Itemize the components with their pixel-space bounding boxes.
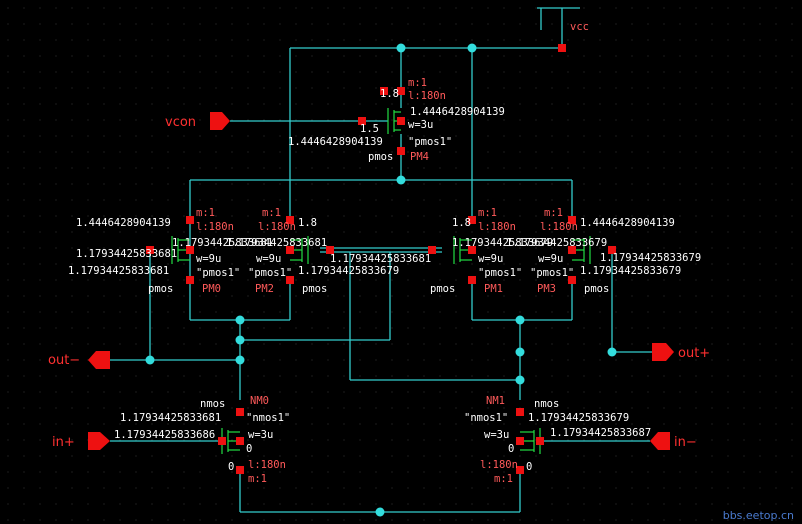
out-plus-label: out+ bbox=[678, 346, 710, 361]
pm0-name: PM0 bbox=[202, 283, 221, 295]
nm0-w: w=3u bbox=[248, 429, 273, 441]
pm3-m: m:1 bbox=[544, 207, 563, 219]
pm4-v-right: 1.4446428904139 bbox=[410, 106, 505, 118]
pm4-v-left: 1.8 bbox=[380, 88, 399, 100]
out-plus-pin[interactable] bbox=[652, 343, 674, 361]
pm1-model: "pmos1" bbox=[478, 267, 522, 279]
pm1-v-top: 1.8 bbox=[452, 217, 471, 229]
pm3-type: pmos bbox=[584, 283, 609, 295]
nm1-v-gate: 1.17934425833687 bbox=[550, 427, 651, 439]
pm4-w: w=3u bbox=[408, 119, 433, 131]
pm1-name: PM1 bbox=[484, 283, 503, 295]
nm1-m: m:1 bbox=[494, 473, 513, 485]
pm3-annotations: m:1 l:180n 1.4446428904139 1.17934425833… bbox=[506, 207, 701, 295]
pm1-type: pmos bbox=[430, 283, 455, 295]
out-minus-label: out− bbox=[48, 353, 80, 368]
in-minus-pin[interactable] bbox=[650, 432, 670, 450]
vcc-label: vcc bbox=[570, 21, 589, 33]
pm1-annotations: 1.8 m:1 l:180n 1.17934425833681 w=9u "pm… bbox=[330, 207, 553, 295]
pm3-v-right: 1.17934425833679 bbox=[600, 252, 701, 264]
pm3-model: "pmos1" bbox=[530, 267, 574, 279]
pm4-m: m:1 bbox=[408, 77, 427, 89]
pm2-l: l:180n bbox=[258, 221, 296, 233]
nm0-type: nmos bbox=[200, 398, 225, 410]
pm4-v-bottom: 1.4446428904139 bbox=[288, 136, 383, 148]
pm0-v-top: 1.4446428904139 bbox=[76, 217, 171, 229]
pm0-v-bottom: 1.17934425833681 bbox=[68, 265, 169, 277]
pm1-l: l:180n bbox=[478, 221, 516, 233]
pm0-type: pmos bbox=[148, 283, 173, 295]
nm0-l: l:180n bbox=[248, 459, 286, 471]
pm2-v-top: 1.8 bbox=[298, 217, 317, 229]
pm2-v-bottom: 1.17934425833679 bbox=[298, 265, 399, 277]
pm4-model: "pmos1" bbox=[408, 136, 452, 148]
nm1-v-s2: 0 bbox=[526, 461, 532, 473]
nm0-m: m:1 bbox=[248, 473, 267, 485]
nm0-v-s2: 0 bbox=[228, 461, 234, 473]
device-terminals bbox=[146, 44, 616, 474]
pm2-m: m:1 bbox=[262, 207, 281, 219]
pm1-v-bottom: 1.17934425833679 bbox=[452, 237, 553, 249]
pm0-v-left: 1.17934425833681 bbox=[76, 248, 177, 260]
pm0-l: l:180n bbox=[196, 221, 234, 233]
pm2-v-right: 1.17934425833681 bbox=[226, 237, 327, 249]
nm1-v-s1: 0 bbox=[508, 443, 514, 455]
nm0-v-drain: 1.17934425833681 bbox=[120, 412, 221, 424]
in-minus-label: in− bbox=[674, 435, 697, 450]
pm4-l: l:180n bbox=[408, 90, 446, 102]
pm3-v-top: 1.4446428904139 bbox=[580, 217, 675, 229]
pm0-w: w=9u bbox=[196, 253, 221, 265]
nm1-w: w=3u bbox=[484, 429, 509, 441]
pm3-w: w=9u bbox=[538, 253, 563, 265]
pm2-annotations: m:1 l:180n 1.8 1.17934425833681 w=9u "pm… bbox=[226, 207, 399, 295]
pm1-w: w=9u bbox=[478, 253, 503, 265]
nm1-annotations: NM1 nmos "nmos1" 1.17934425833679 w=3u 1… bbox=[464, 395, 651, 485]
watermark: bbs.eetop.cn bbox=[722, 509, 794, 522]
pm3-v-drain: 1.17934425833679 bbox=[506, 237, 607, 249]
pm2-w: w=9u bbox=[256, 253, 281, 265]
pm3-l: l:180n bbox=[540, 221, 578, 233]
pm2-model: "pmos1" bbox=[248, 267, 292, 279]
pm0-m: m:1 bbox=[196, 207, 215, 219]
vcon-label: vcon bbox=[165, 115, 196, 130]
nm1-v-drain: 1.17934425833679 bbox=[528, 412, 629, 424]
nm1-model: "nmos1" bbox=[464, 412, 508, 424]
nm1-l: l:180n bbox=[480, 459, 518, 471]
pm4-v-gate: 1.5 bbox=[360, 123, 379, 135]
pm2-type: pmos bbox=[302, 283, 327, 295]
nm1-name: NM1 bbox=[486, 395, 505, 407]
in-plus-pin[interactable] bbox=[88, 432, 110, 450]
pm4-type: pmos bbox=[368, 151, 393, 163]
pm1-m: m:1 bbox=[478, 207, 497, 219]
nm0-annotations: nmos NM0 1.17934425833681 "nmos1" 1.1793… bbox=[114, 395, 290, 485]
nm0-model: "nmos1" bbox=[246, 412, 290, 424]
pm0-annotations: m:1 1.4446428904139 l:180n 1.17934425833… bbox=[68, 207, 273, 295]
nm1-type: nmos bbox=[534, 398, 559, 410]
out-minus-pin[interactable] bbox=[88, 351, 110, 369]
pm4-annotations: m:1 1.8 l:180n 1.4446428904139 1.5 w=3u … bbox=[288, 77, 505, 163]
pm0-v-drain: 1.17934425833681 bbox=[172, 237, 273, 249]
pm4-name: PM4 bbox=[410, 151, 429, 163]
in-plus-label: in+ bbox=[52, 435, 75, 450]
pm2-name: PM2 bbox=[255, 283, 274, 295]
vcon-pin[interactable] bbox=[210, 112, 230, 130]
nm0-v-s1: 0 bbox=[246, 443, 252, 455]
pm3-name: PM3 bbox=[537, 283, 556, 295]
nm0-v-gate: 1.17934425833686 bbox=[114, 429, 215, 441]
pm0-model: "pmos1" bbox=[196, 267, 240, 279]
pm1-v-left: 1.17934425833681 bbox=[330, 253, 431, 265]
nm0-name: NM0 bbox=[250, 395, 269, 407]
wire-junctions bbox=[145, 43, 617, 517]
pm3-v-bottom: 1.17934425833679 bbox=[580, 265, 681, 277]
